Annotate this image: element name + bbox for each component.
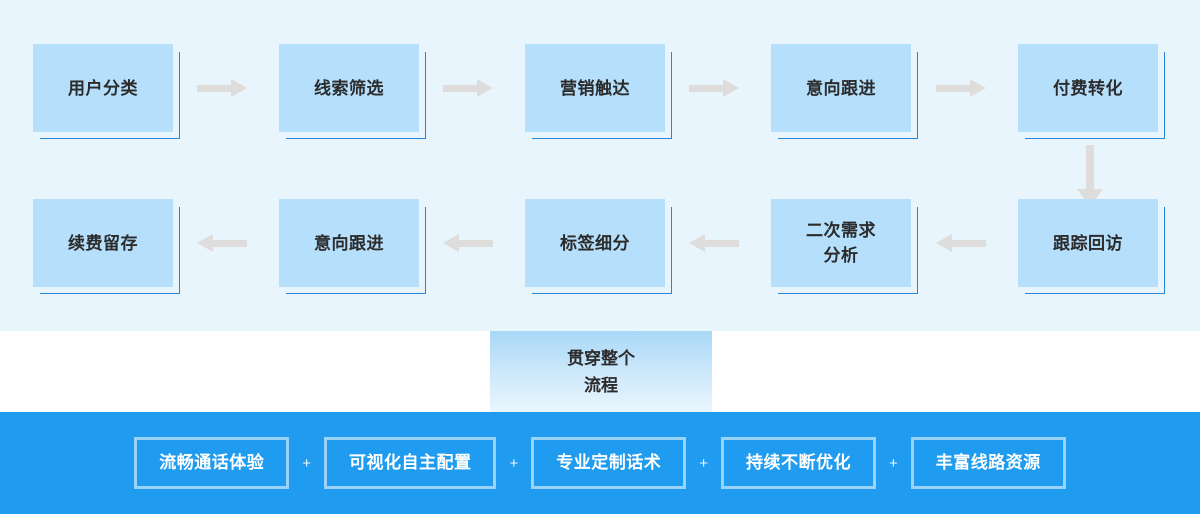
plus-separator: + (699, 454, 709, 472)
center-badge-label: 贯穿整个 流程 (567, 348, 635, 395)
node-label: 付费转化 (1053, 78, 1123, 98)
flow-arrow-left-4 (936, 234, 986, 252)
flow-node-row2-1[interactable]: 续费留存 (33, 199, 180, 294)
node-face: 二次需求 分析 (771, 199, 911, 287)
arrow-shaft (1086, 145, 1094, 189)
plus-separator: + (889, 454, 898, 472)
node-face: 营销触达 (525, 44, 665, 132)
arrow-head (970, 79, 986, 97)
node-label: 线索筛选 (314, 78, 384, 98)
center-badge: 贯穿整个 流程 (490, 331, 712, 412)
node-accent-frame (778, 52, 918, 139)
arrow-shaft (459, 240, 493, 247)
flow-node-row2-4[interactable]: 二次需求 分析 (771, 199, 918, 294)
feature-tag-5[interactable]: 丰富线路资源 (910, 437, 1066, 489)
flow-arrow-right-4 (936, 79, 986, 97)
node-accent-frame (286, 52, 426, 139)
node-label: 标签细分 (560, 233, 630, 253)
node-accent-frame (286, 207, 426, 294)
arrow-head (936, 234, 952, 252)
plus-separator: + (302, 454, 311, 472)
flow-node-row2-5[interactable]: 跟踪回访 (1018, 199, 1165, 294)
node-face: 线索筛选 (279, 44, 419, 132)
node-accent-frame (778, 207, 918, 294)
node-face: 跟踪回访 (1018, 199, 1158, 287)
node-label: 二次需求 分析 (806, 221, 876, 265)
node-label: 用户分类 (68, 78, 138, 98)
flow-arrow-down (1077, 145, 1103, 207)
flow-node-row2-2[interactable]: 意向跟进 (279, 199, 426, 294)
arrow-shaft (197, 85, 231, 92)
feature-tag-1[interactable]: 流畅通话体验 (134, 437, 290, 489)
arrow-shaft (952, 240, 986, 247)
node-face: 用户分类 (33, 44, 173, 132)
node-accent-frame (40, 52, 180, 139)
arrow-shaft (213, 240, 247, 247)
flow-node-row1-2[interactable]: 线索筛选 (279, 44, 426, 139)
feature-tag-4[interactable]: 持续不断优化 (721, 437, 877, 489)
node-face: 付费转化 (1018, 44, 1158, 132)
node-face: 续费留存 (33, 199, 173, 287)
flow-arrow-right-3 (689, 79, 739, 97)
arrow-head (689, 234, 705, 252)
node-label: 营销触达 (560, 78, 630, 98)
arrow-head (231, 79, 247, 97)
flow-node-row1-4[interactable]: 意向跟进 (771, 44, 918, 139)
flow-node-row1-5[interactable]: 付费转化 (1018, 44, 1165, 139)
flow-arrow-left-3 (689, 234, 739, 252)
node-label: 意向跟进 (806, 78, 876, 98)
flow-arrow-left-1 (197, 234, 247, 252)
node-face: 标签细分 (525, 199, 665, 287)
flow-node-row1-1[interactable]: 用户分类 (33, 44, 180, 139)
arrow-head (443, 234, 459, 252)
flow-node-row1-3[interactable]: 营销触达 (525, 44, 672, 139)
node-face: 意向跟进 (771, 44, 911, 132)
arrow-shaft (689, 85, 723, 92)
arrow-head (477, 79, 493, 97)
node-label: 意向跟进 (314, 233, 384, 253)
feature-bar: 流畅通话体验 + 可视化自主配置 + 专业定制话术 + 持续不断优化 + 丰富线… (0, 412, 1200, 514)
flow-arrow-left-2 (443, 234, 493, 252)
node-label: 跟踪回访 (1053, 233, 1123, 253)
node-accent-frame (1025, 52, 1165, 139)
node-accent-frame (532, 52, 672, 139)
arrow-shaft (936, 85, 970, 92)
arrow-head (197, 234, 213, 252)
node-accent-frame (532, 207, 672, 294)
feature-tag-3[interactable]: 专业定制话术 (531, 437, 687, 489)
flow-node-row2-3[interactable]: 标签细分 (525, 199, 672, 294)
arrow-head (723, 79, 739, 97)
node-accent-frame (1025, 207, 1165, 294)
arrow-shaft (705, 240, 739, 247)
node-accent-frame (40, 207, 180, 294)
flow-arrow-right-2 (443, 79, 493, 97)
feature-tag-2[interactable]: 可视化自主配置 (323, 437, 497, 489)
arrow-shaft (443, 85, 477, 92)
node-face: 意向跟进 (279, 199, 419, 287)
flow-arrow-right-1 (197, 79, 247, 97)
node-label: 续费留存 (68, 233, 138, 253)
plus-separator: + (509, 454, 519, 472)
